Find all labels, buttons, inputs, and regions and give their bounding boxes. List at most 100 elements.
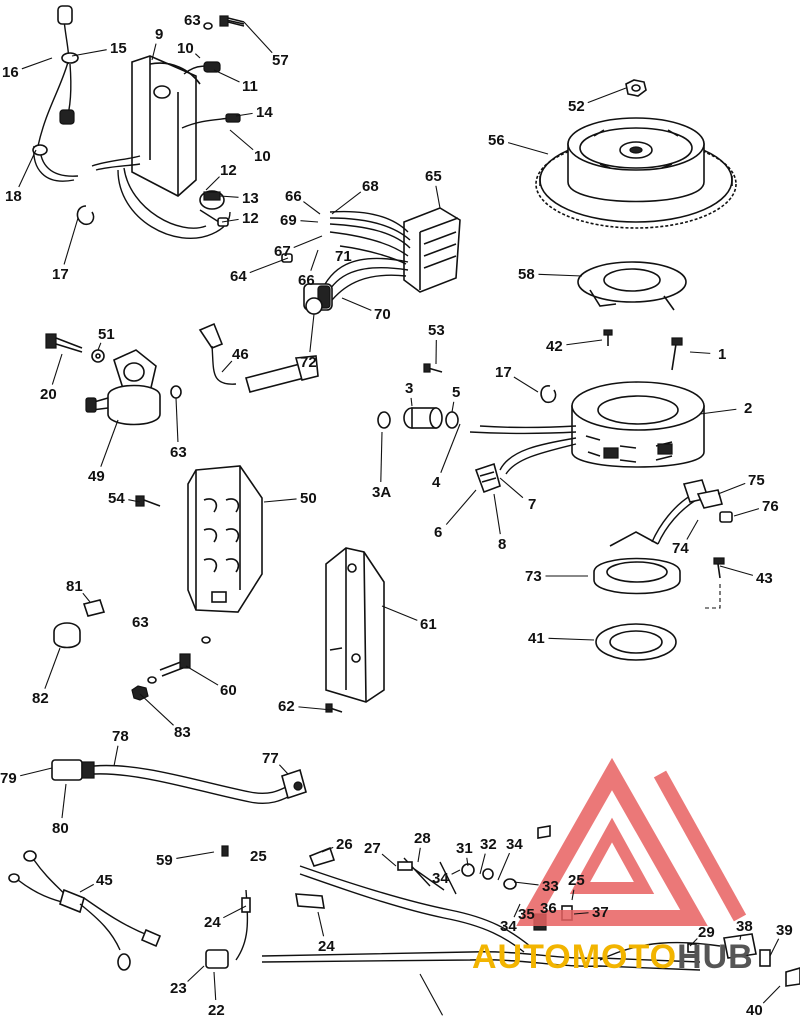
part-number-74: 74	[672, 540, 689, 557]
part-number-28: 28	[414, 830, 431, 847]
part-number-13: 13	[242, 190, 259, 207]
leader-line-83	[139, 693, 174, 726]
part-number-66: 66	[298, 272, 315, 289]
leader-line-67	[293, 235, 323, 248]
part-number-59: 59	[156, 852, 173, 869]
screw-53	[423, 363, 443, 373]
leader-line-50	[263, 498, 297, 503]
leader-line-70	[341, 297, 372, 311]
part-number-61: 61	[420, 616, 437, 633]
part-number-77: 77	[262, 750, 279, 767]
screw-62	[325, 703, 343, 713]
part-number-63: 63	[132, 614, 149, 631]
part-number-23: 23	[170, 980, 187, 997]
leader-line-26	[321, 846, 334, 853]
leader-line-24	[223, 905, 247, 919]
leader-line-41	[548, 637, 595, 641]
leader-line-52	[587, 87, 627, 104]
leader-line-10	[229, 129, 254, 151]
part-number-67: 67	[274, 243, 291, 260]
leader-line-64	[249, 257, 289, 274]
leader-line-14	[235, 112, 253, 117]
leader-line-5	[451, 401, 455, 413]
part-number-3: 3	[405, 380, 413, 397]
leader-line-68	[331, 191, 362, 215]
leader-line-66	[303, 201, 321, 215]
screw-1	[671, 337, 683, 371]
leader-line-24	[317, 911, 325, 937]
part-number-26: 26	[336, 836, 353, 853]
part-number-36: 36	[540, 900, 557, 917]
spark-plug-lead-left	[32, 5, 79, 182]
part-number-43: 43	[756, 570, 773, 587]
part-number-1: 1	[718, 346, 726, 363]
leader-line-79	[20, 767, 53, 777]
clip-81	[82, 599, 106, 617]
ignition-coil-assembly	[91, 55, 241, 197]
washer-51	[91, 349, 105, 363]
screw-42	[603, 329, 613, 346]
leader-line-28	[417, 847, 421, 863]
watermark-logo: AUTOMOTOHUB	[472, 757, 754, 976]
power-pack-bracket-50	[187, 465, 263, 613]
part-number-34: 34	[500, 918, 517, 935]
part-number-8: 8	[498, 536, 506, 553]
leader-line-37	[573, 912, 589, 915]
leader-line-16	[21, 57, 53, 70]
leader-line-33	[513, 881, 539, 886]
leader-line-3A	[380, 431, 383, 483]
leader-line-6	[445, 489, 477, 525]
part-number-49: 49	[88, 468, 105, 485]
part-number-16: 16	[2, 64, 19, 81]
part-number-51: 51	[98, 326, 115, 343]
leader-line-34	[497, 852, 511, 881]
part-number-24: 24	[204, 914, 221, 931]
leader-line-45	[79, 883, 94, 893]
nut-83	[131, 685, 149, 701]
leader-line-18	[18, 149, 37, 188]
trim-harness-77-80	[51, 759, 307, 805]
leader-line-63	[175, 397, 179, 443]
leader-line-11	[213, 69, 240, 83]
leader-line-58	[538, 273, 583, 277]
leader-line-20	[51, 353, 63, 385]
leader-line-10	[195, 53, 201, 59]
leader-line-29	[689, 938, 698, 947]
part-number-33: 33	[542, 878, 559, 895]
part-number-71: 71	[335, 248, 352, 265]
leader-line-59	[176, 851, 215, 859]
ignition-switch-wiring	[117, 167, 231, 239]
leader-line-17	[63, 217, 79, 265]
part-number-56: 56	[488, 132, 505, 149]
leader-line-49	[100, 419, 119, 467]
ignition-coil-49	[85, 349, 161, 426]
part-number-2: 2	[744, 400, 752, 417]
watermark-text: AUTOMOTOHUB	[472, 938, 754, 976]
leader-line-76	[733, 508, 760, 517]
leader-line-69	[300, 220, 319, 223]
part-number-17: 17	[52, 266, 69, 283]
leader-line-25	[571, 889, 575, 901]
leader-line-56	[507, 142, 549, 155]
leader-line-74	[686, 519, 699, 540]
part-number-78: 78	[112, 728, 129, 745]
part-number-45: 45	[96, 872, 113, 889]
leader-line-12	[205, 176, 220, 191]
part-number-15: 15	[110, 40, 127, 57]
part-number-81: 81	[66, 578, 83, 595]
part-number-10: 10	[254, 148, 271, 165]
part-number-20: 20	[40, 386, 57, 403]
part-number-12: 12	[220, 162, 237, 179]
leader-line-4	[440, 423, 461, 473]
screw-43	[704, 557, 725, 609]
part-number-34: 34	[432, 870, 449, 887]
leader-line-8	[493, 493, 501, 535]
leader-line-66	[310, 249, 319, 271]
part-number-10: 10	[177, 40, 194, 57]
leader-line-40	[762, 985, 781, 1004]
part-number-24: 24	[318, 938, 335, 955]
part-number-58: 58	[518, 266, 535, 283]
leader-line-78	[113, 745, 119, 767]
part-number-18: 18	[5, 188, 22, 205]
